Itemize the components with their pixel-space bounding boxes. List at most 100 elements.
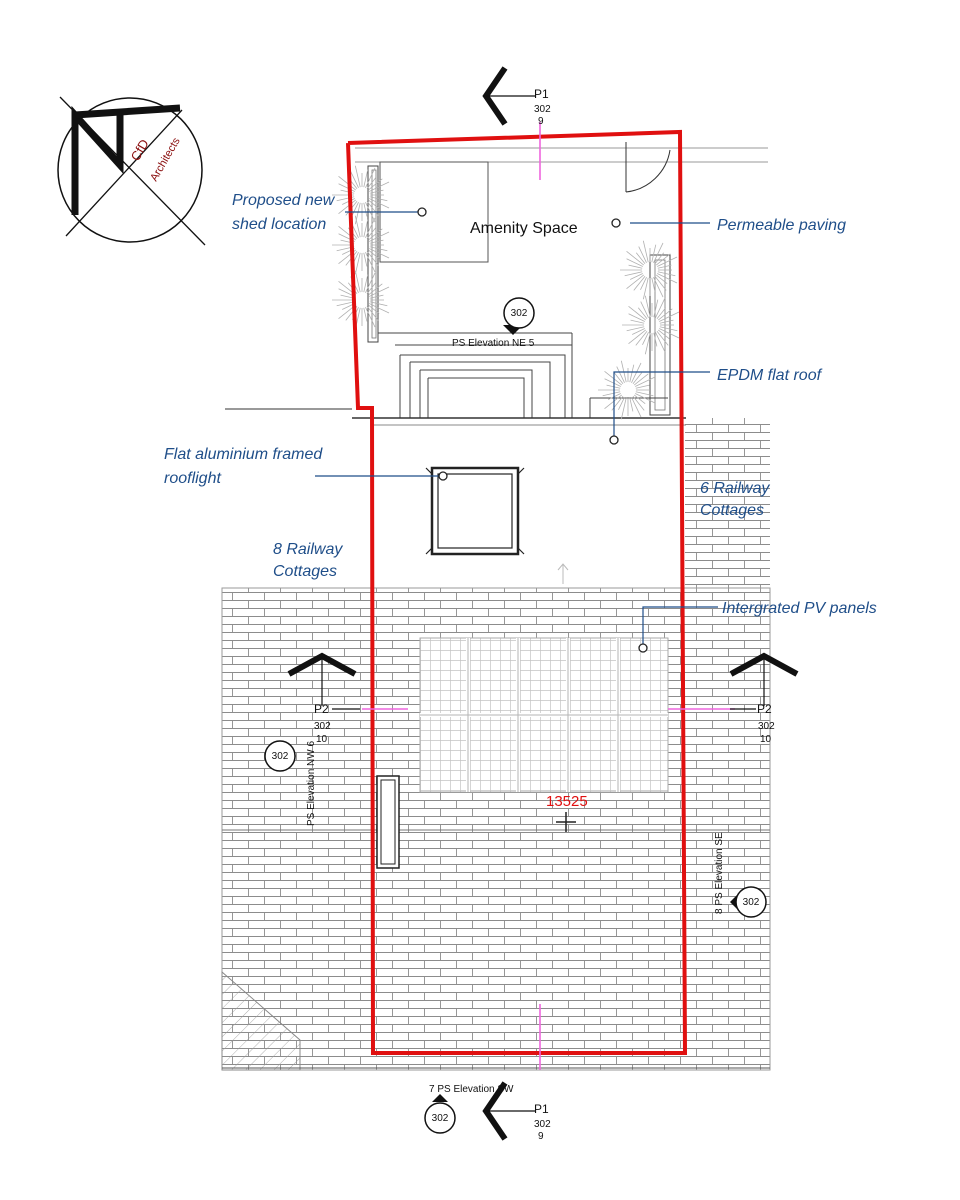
plant-stroke: [363, 274, 369, 293]
plant-stroke: [606, 384, 621, 389]
section-lines: [362, 122, 735, 1070]
neighbor-right-1: 6 Railway: [700, 480, 770, 497]
plant-stroke: [656, 307, 667, 319]
plant-stroke: [626, 258, 643, 267]
plant-stroke: [655, 332, 666, 353]
plant-stroke: [369, 248, 390, 259]
site-boundary: [346, 129, 688, 1055]
shed-label-1: Proposed new: [232, 192, 336, 209]
plant-stroke: [338, 183, 355, 192]
neighbor-right-2: Cottages: [700, 502, 764, 519]
elev-ne-sheet: 302: [511, 308, 528, 319]
plant-stroke: [644, 332, 651, 355]
plant-stroke: [640, 301, 649, 318]
plant-stroke: [365, 307, 376, 328]
p2-left-num: 10: [316, 734, 328, 745]
plant-stroke: [653, 299, 659, 318]
plant-stroke: [620, 397, 627, 420]
plant-stroke: [657, 271, 676, 277]
plant-stroke: [658, 329, 670, 340]
plant-stroke: [631, 362, 642, 383]
plant-stroke: [659, 328, 680, 339]
plant-stroke: [626, 250, 644, 266]
rooflight-label-1: Flat aluminium framed: [164, 446, 323, 463]
plant-stroke: [369, 301, 388, 307]
plant-stroke: [354, 270, 361, 293]
elev-nw-label: PS Elevation NW 6: [306, 741, 317, 826]
plant-stroke: [628, 264, 643, 269]
plant-stroke: [602, 391, 621, 397]
plant-stroke: [368, 199, 380, 210]
plant-stroke: [626, 326, 645, 332]
plant-stroke: [618, 397, 625, 410]
plant-stroke: [604, 370, 622, 386]
plant-stroke: [604, 378, 621, 387]
pv-panels: [419, 637, 669, 793]
chimney: [376, 775, 400, 869]
plant-stroke: [653, 277, 664, 298]
level-value: 13525: [546, 793, 588, 810]
section-p2-right: P2 302 10: [729, 652, 799, 745]
neighbor-left-1: 8 Railway: [273, 541, 343, 558]
plant-stroke: [354, 165, 361, 188]
plant-stroke: [632, 396, 645, 411]
plant-stroke: [340, 189, 355, 194]
north-arrow-logo: CfD Architects: [57, 96, 206, 246]
gate-swing: [625, 142, 671, 193]
plant-stroke: [366, 201, 379, 216]
pv-label: Intergrated PV panels: [722, 600, 877, 617]
elev-se-sheet: 302: [743, 897, 760, 908]
p1-top-label: P1: [534, 87, 549, 101]
plant-stroke: [363, 219, 369, 238]
elevation-se: 302 8 PS Elevation SE: [714, 832, 767, 918]
plant-stroke: [633, 276, 646, 291]
epdm-label: EPDM flat roof: [717, 367, 823, 384]
section-p1-top: P1 302 9: [482, 66, 551, 127]
rooflight-label-2: rooflight: [164, 470, 221, 487]
plant-stroke: [369, 198, 390, 209]
level-marker: [556, 812, 576, 832]
plant-stroke: [657, 256, 678, 267]
p2-left-label: P2: [314, 702, 329, 716]
plant-stroke: [644, 295, 651, 318]
plant-stroke: [635, 384, 650, 389]
p1-bottom-sheet: 302: [534, 1119, 551, 1130]
plant-stroke: [626, 274, 644, 290]
plant-stroke: [656, 253, 671, 266]
plant-stroke: [659, 311, 680, 322]
plant-stroke: [354, 202, 361, 225]
elevation-nw: 302 PS Elevation NW 6: [264, 740, 317, 826]
shed-label-2: shed location: [232, 216, 326, 233]
plant-stroke: [628, 329, 646, 345]
leader-dots: [417, 207, 648, 653]
elev-se-label: 8 PS Elevation SE: [714, 832, 725, 914]
plant-stroke: [368, 283, 383, 296]
plant-stroke: [368, 249, 380, 260]
plant-stroke: [365, 252, 376, 273]
plant-stroke: [635, 252, 646, 264]
plant-stroke: [369, 286, 390, 297]
logo-text: CfD: [128, 137, 152, 164]
plant-stroke: [630, 319, 645, 324]
plant-stroke: [369, 189, 384, 194]
plant-stroke: [363, 252, 368, 267]
plant-stroke: [635, 391, 654, 397]
plant-stroke: [642, 240, 649, 263]
hip-roof-hatch: [221, 970, 301, 1071]
plant-stroke: [659, 326, 678, 332]
plant-stroke: [651, 277, 656, 292]
plant-stroke: [369, 294, 384, 299]
plant-stroke: [369, 239, 384, 244]
plant-stroke: [613, 372, 624, 384]
plant-stroke: [629, 364, 635, 383]
plant-stroke: [634, 394, 646, 405]
section-p2-left: P2 302 10: [287, 652, 360, 745]
plant-stroke: [658, 308, 673, 321]
elev-sw-sheet: 302: [432, 1113, 449, 1124]
plant-stroke: [635, 331, 648, 346]
plant-stroke: [632, 372, 643, 384]
plant-stroke: [366, 177, 377, 189]
plant-stroke: [354, 215, 361, 238]
plant-stroke: [363, 202, 368, 217]
section-p1-bottom: P1 302 9: [482, 1081, 551, 1142]
